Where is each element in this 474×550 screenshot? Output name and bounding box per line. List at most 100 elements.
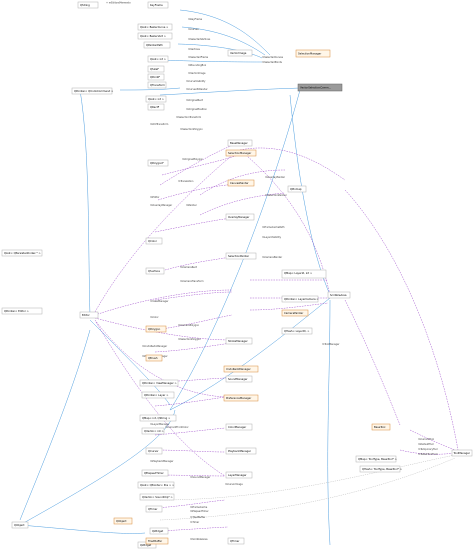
node-selectionmanager[interactable]: SelectionManager: [225, 149, 257, 157]
edge-label: mCurveVisibility: [186, 80, 206, 83]
svg-text:QVector< SoundClip* >: QVector< SoundClip* >: [142, 495, 173, 499]
node-qobject-b[interactable]: QObject: [11, 521, 29, 529]
node-qbrush[interactable]: QBrush: [145, 354, 163, 362]
node-qelapsedtimer[interactable]: QElapsedTimer: [141, 469, 169, 477]
edge-label: mCurrentFrontColor: [165, 426, 189, 429]
node-canvaspainter[interactable]: CanvasPainter: [227, 179, 255, 187]
svg-text:QWidget: QWidget: [140, 543, 151, 547]
svg-text:SelectionPainter: SelectionPainter: [228, 254, 250, 258]
node-qlist-pos[interactable]: QList< QPointer< Pos > >: [137, 481, 175, 489]
node-toolmanager[interactable]: ToolManager: [451, 449, 473, 457]
node-layermanager[interactable]: LayerManager: [225, 471, 253, 479]
node-soundmanager[interactable]: SoundManager: [225, 375, 253, 383]
svg-text:QPointer< Layer >: QPointer< Layer >: [144, 393, 168, 397]
node-qmap-timeline[interactable]: QMap< int, QString >: [139, 414, 177, 422]
node-qpointer-editor[interactable]: QPointer< Editor >: [1, 307, 43, 315]
edge-label: mSelectedCurves: [262, 56, 284, 59]
node-qcursor[interactable]: QCursor: [145, 447, 163, 455]
edge-label: mVertices: [188, 48, 201, 51]
node-qlist-beziercurve[interactable]: QList< BezierCurve >: [137, 23, 173, 31]
node-qsurface[interactable]: QSurface: [145, 267, 165, 275]
node-qpixmap[interactable]: QPixmap: [287, 185, 307, 193]
svg-text:KeyFrame: KeyFrame: [150, 3, 163, 7]
svg-text:QColor: QColor: [148, 239, 158, 243]
svg-text:Editor: Editor: [82, 313, 91, 317]
svg-text:QList< QPointer< Pos > >: QList< QPointer< Pos > >: [140, 483, 174, 487]
node-qpointer-viewmgr[interactable]: QPointer< ViewManager >: [139, 379, 179, 387]
node-basetool[interactable]: BaseTool: [371, 423, 391, 431]
node-colormanager[interactable]: ColorManager: [225, 423, 253, 431]
node-qpolygonf[interactable]: QPolygonF: [147, 159, 169, 167]
node-qtimer-b[interactable]: QTimer: [227, 537, 245, 545]
node-qlist-dimension[interactable]: QList< QPersistentIndex * >: [1, 249, 43, 257]
node-qrectf[interactable]: QRectF: [147, 103, 165, 111]
node-qpainterpath[interactable]: QPainterPath: [143, 41, 171, 49]
node-qtransform[interactable]: QTransform: [147, 81, 167, 89]
node-scribblearea[interactable]: ScribbleArea: [327, 291, 351, 299]
node-qlist-int-a[interactable]: QList< int >: [147, 55, 169, 63]
svg-text:QPolygonF: QPolygonF: [150, 161, 164, 165]
node-preferencemanager[interactable]: PreferenceManager: [223, 394, 259, 402]
node-root[interactable]: VectorSelectionComm...: [297, 83, 343, 92]
node-qmap-tooltype[interactable]: QMap< ToolType, BaseTool* >: [355, 455, 397, 463]
svg-text:QBrush: QBrush: [148, 356, 158, 360]
node-vectorimage[interactable]: VectorImage: [227, 49, 253, 57]
node-qmap-layer[interactable]: QMap< LayerId, int >: [281, 269, 327, 279]
edge-label: mSelectedVertices: [188, 38, 211, 41]
svg-text:CanvasPainter: CanvasPainter: [230, 181, 250, 185]
node-qlist-int-b[interactable]: QList< int >: [145, 95, 167, 103]
edge-label: mTemporaryTool: [418, 448, 438, 451]
node-qpointer-layer[interactable]: QPointer< Layer >: [141, 391, 175, 399]
svg-text:QCursor: QCursor: [148, 449, 160, 453]
node-overlaymanager[interactable]: OverlayManager: [225, 213, 255, 221]
svg-text:QMap< int, QString >: QMap< int, QString >: [142, 416, 170, 420]
svg-text:QTransform: QTransform: [150, 83, 165, 87]
node-qhash-tools[interactable]: QHash< ToolType, BaseTool* >: [359, 465, 402, 473]
edge-label: mElapsedTimer: [190, 510, 209, 513]
node-undoredomanager[interactable]: UndoRedoManager: [223, 365, 259, 373]
node-selectionmanager-a[interactable]: SelectionManager: [295, 49, 331, 58]
edge-label: mSelectionPolygon: [180, 128, 203, 131]
node-playbackmanager[interactable]: PlaybackManager: [225, 447, 257, 455]
node-qobject[interactable]: QObject: [113, 517, 133, 525]
svg-text:QPainterPath: QPainterPath: [146, 43, 163, 47]
svg-text:QPointF: QPointF: [150, 75, 160, 79]
node-tiledbuffer[interactable]: TiledBuffer: [145, 537, 169, 545]
node-basemanager[interactable]: BaseManager: [227, 139, 253, 147]
edge-label: mPlaybackManager: [150, 460, 173, 463]
svg-text:LayerManager: LayerManager: [228, 473, 248, 477]
svg-text:PlaybackManager: PlaybackManager: [228, 449, 252, 453]
svg-text:QMap< LayerId, int >: QMap< LayerId, int >: [284, 271, 312, 275]
node-qwidget[interactable]: QWidget: [149, 527, 169, 535]
node-qpolygon[interactable]: QPolygon: [145, 325, 167, 333]
node-keyframe[interactable]: KeyFrame: [147, 1, 169, 9]
svg-text:QSurface: QSurface: [148, 269, 160, 273]
diagram-edge-labels: + mEditorsMemento mKeyFrame mCurves mSel…: [106, 2, 439, 542]
edge-label: mSelectedPoints: [262, 61, 283, 64]
node-qhash[interactable]: QHash< LayerID, >: [281, 327, 313, 335]
node-qpointer-undo[interactable]: QPointer< QUndoCommand >: [71, 87, 113, 95]
node-timer[interactable]: QTimer: [145, 505, 163, 513]
node-editor[interactable]: Editor: [79, 311, 99, 319]
svg-text:QRectF: QRectF: [150, 105, 160, 109]
node-qstring[interactable]: QString: [77, 1, 99, 9]
node-qsizef[interactable]: QSizeF: [147, 65, 165, 73]
edge-label: mLayerVisibility: [262, 236, 282, 239]
edge-label: mOverlayPainter: [265, 176, 285, 179]
edge-label: + mEditorsMemento: [106, 2, 131, 5]
svg-text:CameraPainter: CameraPainter: [284, 311, 304, 315]
node-qpointf[interactable]: QPointF: [147, 73, 165, 81]
svg-text:QWidget: QWidget: [152, 529, 163, 533]
node-camerapainter[interactable]: CameraPainter: [281, 309, 309, 317]
node-qpointer-layercam[interactable]: QPointer< LayerCamera >: [281, 295, 319, 303]
svg-text:VectorImage: VectorImage: [230, 51, 247, 55]
node-qcolor[interactable]: QColor: [145, 237, 163, 245]
svg-text:QList< BezierVert >: QList< BezierVert >: [140, 34, 166, 38]
edge-label: mViewManager: [150, 300, 168, 303]
node-qvector-sound[interactable]: QVector< SoundClip* >: [139, 493, 175, 501]
node-strokemanager[interactable]: StrokeManager: [225, 337, 253, 345]
node-selectionpainter[interactable]: SelectionPainter: [225, 252, 257, 260]
node-qvector-int[interactable]: QVector< int >: [141, 427, 165, 435]
node-qlist-beziervert[interactable]: QList< BezierVert >: [137, 32, 173, 40]
svg-text:SelectionManager: SelectionManager: [298, 52, 322, 56]
